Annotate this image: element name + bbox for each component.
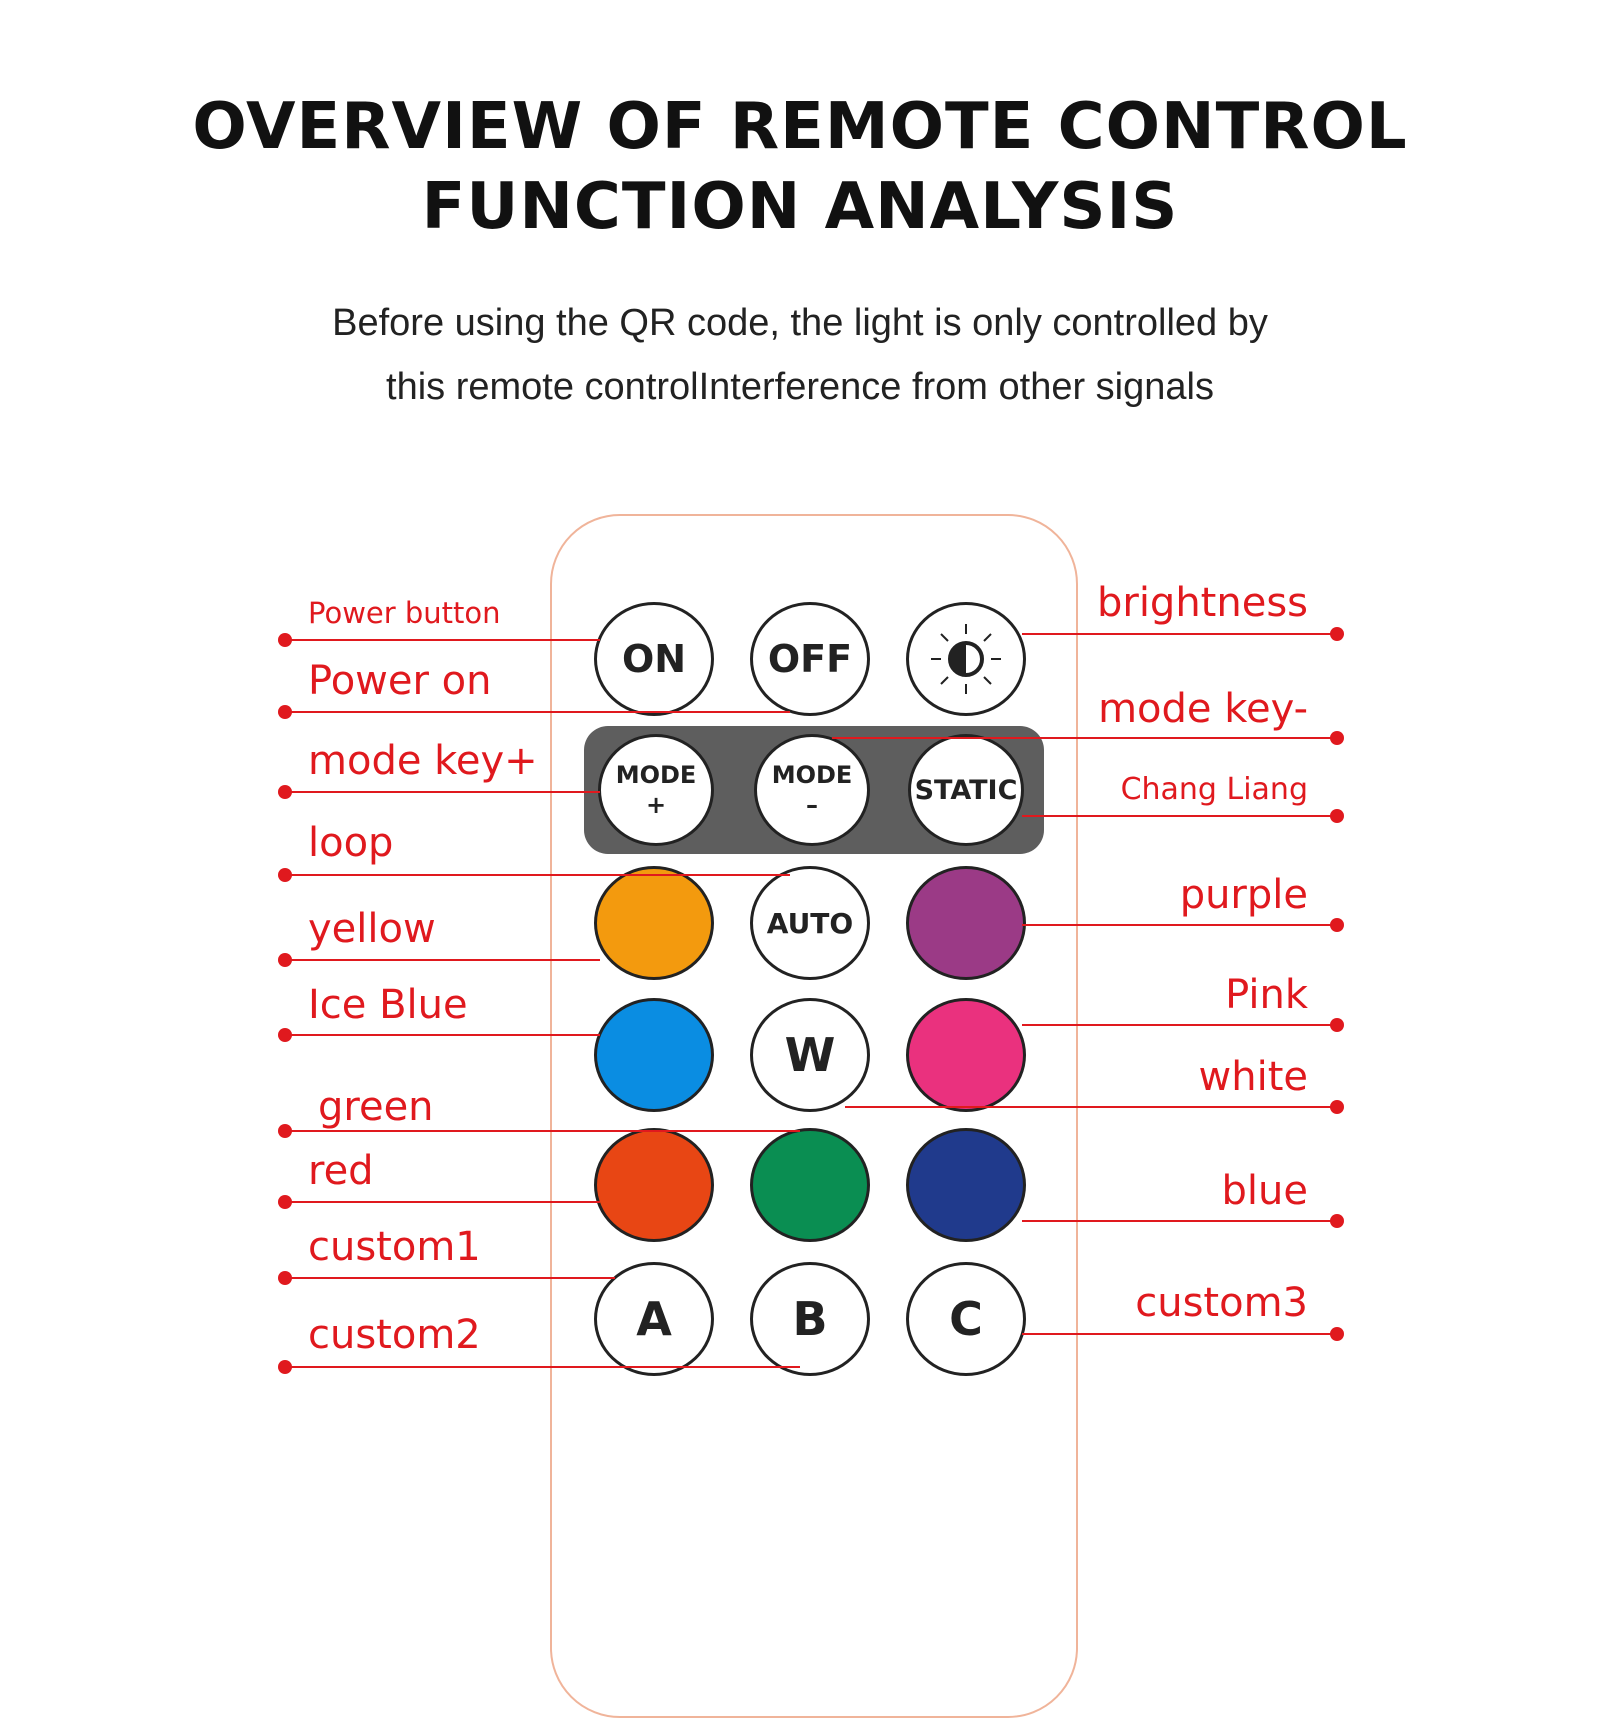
label-pink: Pink [1225,972,1308,1018]
title-line-2: FUNCTION ANALYSIS [421,170,1179,244]
dot-yellow [278,953,292,967]
dot-loop [278,868,292,882]
dot-mode-plus [278,785,292,799]
label-white: white [1198,1054,1308,1100]
off-button[interactable]: OFF [750,602,870,716]
on-button-label: ON [621,637,687,681]
leader-lines [278,627,1344,1374]
off-button-label: OFF [767,637,853,681]
label-yellow: yellow [308,906,436,952]
white-button-label: W [784,1028,836,1082]
static-button[interactable]: STATIC [908,734,1024,846]
dot-custom1 [278,1271,292,1285]
label-ice-blue: Ice Blue [308,982,468,1028]
dot-custom3 [1330,1327,1344,1341]
blue-button[interactable] [906,1128,1026,1242]
subtitle-line-2: this remote controlInterference from oth… [386,366,1214,408]
mode-plus-button[interactable]: MODE + [598,734,714,846]
red-button[interactable] [594,1128,714,1242]
custom-b-button[interactable]: B [750,1262,870,1376]
dot-power-button [278,633,292,647]
subtitle-line-1: Before using the QR code, the light is o… [332,302,1268,344]
yellow-button[interactable] [594,866,714,980]
custom-b-label: B [792,1292,828,1346]
mode-plus-label-top: MODE [615,761,697,789]
green-button[interactable] [750,1128,870,1242]
static-button-label: STATIC [914,774,1018,806]
mode-plus-label-bottom: + [645,791,667,819]
dot-red [278,1195,292,1209]
label-power-button: Power button [308,596,501,630]
label-loop: loop [308,820,394,866]
label-custom1: custom1 [308,1224,481,1270]
auto-button-label: AUTO [766,906,854,940]
label-custom2: custom2 [308,1312,481,1358]
brightness-button[interactable] [906,602,1026,716]
on-button[interactable]: ON [594,602,714,716]
dot-custom2 [278,1360,292,1374]
mode-minus-button[interactable]: MODE – [754,734,870,846]
custom-c-button[interactable]: C [906,1262,1026,1376]
label-custom3: custom3 [1135,1280,1308,1326]
label-blue: blue [1221,1168,1308,1214]
dot-pink [1330,1018,1344,1032]
dot-white [1330,1100,1344,1114]
mode-minus-label-top: MODE [771,761,853,789]
custom-a-label: A [636,1292,672,1346]
label-red: red [308,1148,374,1194]
label-mode-key-minus: mode key- [1098,686,1308,732]
dot-ice-blue [278,1028,292,1042]
dot-power-on [278,705,292,719]
title-line-1: OVERVIEW OF REMOTE CONTROL [192,90,1408,164]
dot-green [278,1124,292,1138]
ice-blue-button[interactable] [594,998,714,1112]
white-button[interactable]: W [750,998,870,1112]
auto-button[interactable]: AUTO [750,866,870,980]
dot-purple [1330,918,1344,932]
label-chang-liang: Chang Liang [1120,772,1308,807]
label-power-on: Power on [308,658,492,704]
dot-brightness [1330,627,1344,641]
dot-blue [1330,1214,1344,1228]
label-purple: purple [1179,872,1308,918]
label-green: green [318,1084,434,1130]
label-brightness: brightness [1096,580,1308,626]
dot-chang-liang [1330,809,1344,823]
purple-button[interactable] [906,866,1026,980]
brightness-icon [931,624,1001,694]
custom-a-button[interactable]: A [594,1262,714,1376]
label-mode-key-plus: mode key+ [308,738,538,784]
dot-mode-minus [1330,731,1344,745]
custom-c-label: C [949,1292,983,1346]
mode-minus-label-bottom: – [806,791,818,819]
pink-button[interactable] [906,998,1026,1112]
